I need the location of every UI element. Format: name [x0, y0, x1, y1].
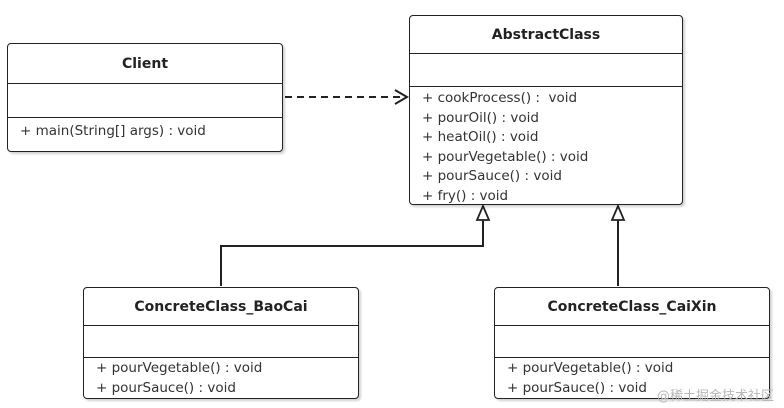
attributes-section-abstractclass	[410, 54, 682, 87]
inheritance-arrowhead-caixin	[610, 203, 626, 221]
class-box-client: Client + main(String[] args) : void	[7, 43, 283, 152]
watermark-text: @稀土掘金技术社区	[656, 389, 774, 404]
methods-section-client: + main(String[] args) : void	[8, 118, 282, 142]
attributes-section-concreteclass-baocai	[84, 326, 358, 358]
class-name-concreteclass-baocai: ConcreteClass_BaoCai	[84, 288, 358, 326]
dependency-arrowhead	[394, 89, 409, 105]
methods-section-concreteclass-caixin: + pourVegetable() : void + pourSauce() :…	[495, 358, 769, 398]
method-main: + main(String[] args) : void	[20, 123, 206, 139]
attributes-section-client	[8, 84, 282, 118]
method-pourvegetable: + pourVegetable() : void	[422, 148, 589, 165]
class-name-concreteclass-caixin: ConcreteClass_CaiXin	[495, 288, 769, 326]
method-poursauce: + pourSauce() : void	[507, 379, 647, 396]
methods-section-abstractclass: + cookProcess() : void + pourOil() : voi…	[410, 87, 682, 204]
method-heatoil: + heatOil() : void	[422, 129, 539, 145]
method-pourvegetable: + pourVegetable() : void	[507, 360, 674, 376]
methods-section-concreteclass-baocai: + pourVegetable() : void + pourSauce() :…	[84, 358, 358, 398]
method-pourvegetable: + pourVegetable() : void	[96, 360, 263, 376]
method-poursauce: + pourSauce() : void	[96, 379, 236, 396]
method-fry: + fry() : void	[422, 187, 509, 204]
method-poursauce: + pourSauce() : void	[422, 168, 562, 184]
method-cookprocess: + cookProcess() : void	[422, 90, 578, 106]
class-name-client: Client	[8, 44, 282, 84]
class-box-abstractclass: AbstractClass + cookProcess() : void + p…	[409, 15, 683, 205]
inheritance-arrowhead-baocai	[475, 203, 491, 221]
class-name-abstractclass: AbstractClass	[410, 16, 682, 54]
class-box-concreteclass-caixin: ConcreteClass_CaiXin + pourVegetable() :…	[494, 287, 770, 399]
method-pouroil: + pourOil() : void	[422, 109, 539, 126]
class-box-concreteclass-baocai: ConcreteClass_BaoCai + pourVegetable() :…	[83, 287, 359, 399]
inheritance-line-baocai	[220, 220, 484, 286]
attributes-section-concreteclass-caixin	[495, 326, 769, 358]
